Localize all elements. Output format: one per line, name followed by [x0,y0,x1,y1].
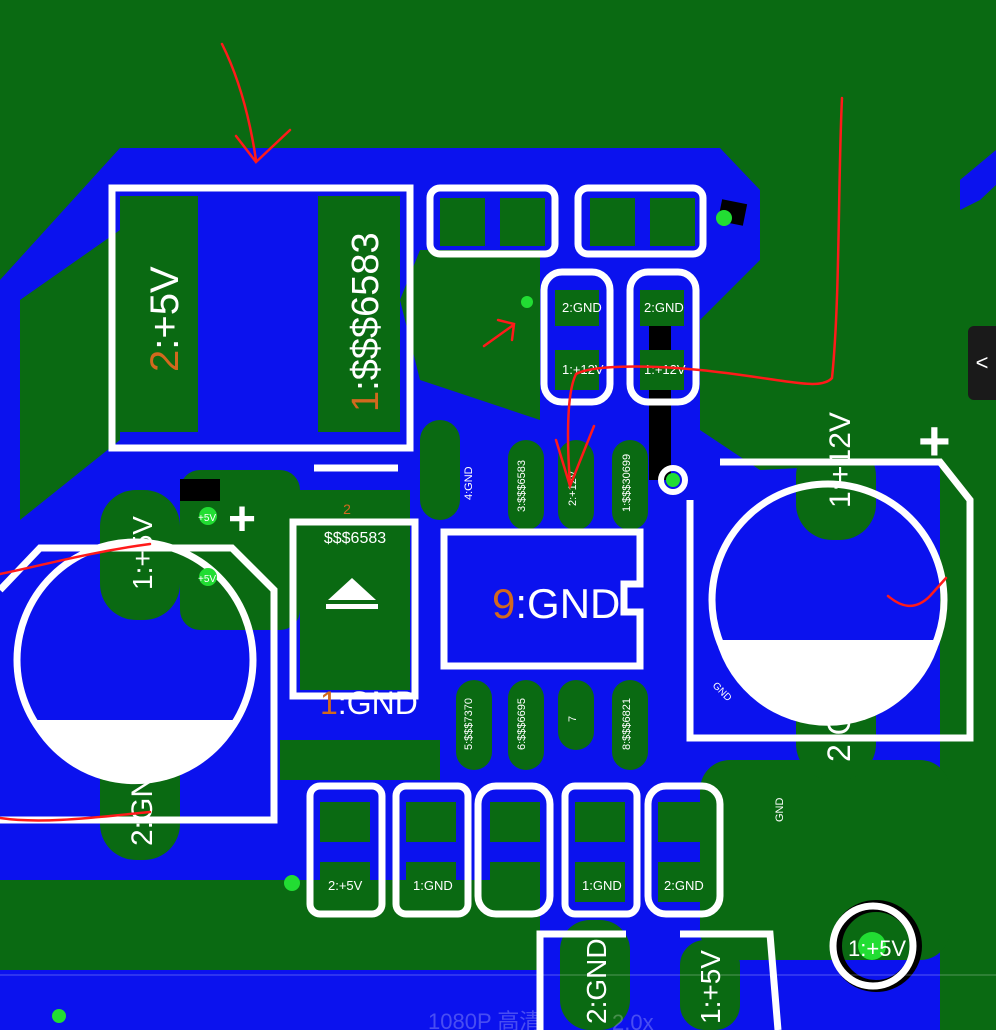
ic-pin-label: 7 [567,716,579,722]
svg-text:1:$$$6583: 1:$$$6583 [345,232,387,412]
diode-pin2-num: 2 [343,501,351,517]
small-cap-2-pin1: 1:+12V [644,362,686,377]
pads [120,196,708,902]
svg-text:1:GND: 1:GND [582,878,622,893]
diode-pin2-net: $$$6583 [324,530,386,547]
ic-pin-label: 6:$$$6695 [516,698,528,750]
via-label: +5V [198,574,216,585]
capacitor-fill [30,578,940,785]
gnd-label: GND [774,798,786,823]
regulator-labels: 2:+5V 1:$$$6583 [143,232,387,412]
cap-right-plus: + [918,409,951,472]
ic-pin-label: 5:$$$7370 [463,698,475,750]
vias [52,210,886,1023]
ic-pin-labels: 4:GND 3:$$$6583 2:+12V 1:$$$30699 5:$$$7… [463,454,633,750]
cap-right-pin2: 2:GND [821,664,857,762]
via-label: +5V [198,513,216,524]
diode-pin1-label: 1:GND [320,685,418,721]
svg-text:1:GND: 1:GND [413,878,453,893]
bottom-cap-right-label: 1:+5V [695,950,726,1024]
bottom-row-labels: 2:+5V 1:GND 1:GND 2:GND [328,878,704,893]
test-point-label: 1:+5V [848,936,906,961]
svg-text:2:+5V: 2:+5V [143,266,187,372]
ic-pin-label: 8:$$$6821 [621,698,633,750]
ic-pin-label: 3:$$$6583 [516,460,528,512]
ic-pin-label: 1:$$$30699 [621,454,633,512]
svg-text:2:+5V: 2:+5V [328,878,363,893]
bottom-cap-left-label: 2:GND [581,938,612,1024]
cap-left-pin1: 1:+5V [127,516,158,590]
silkscreen [0,184,974,1030]
cap-left-plus: + [228,493,256,546]
cap-right-pin1: 1:+12V [824,412,857,508]
annotations [0,42,948,822]
side-panel-toggle[interactable]: < [968,326,996,400]
ic-pin-label: 4:GND [463,466,475,500]
cap-left-pin2: 2:GND [126,754,159,846]
small-cap-1-pin2: 2:GND [562,300,602,315]
small-cap-1-pin1: 1:+12V [562,362,604,377]
small-cap-2-pin2: 2:GND [644,300,684,315]
ic-center-label: 9:GND [492,580,620,627]
svg-text:2:GND: 2:GND [664,878,704,893]
